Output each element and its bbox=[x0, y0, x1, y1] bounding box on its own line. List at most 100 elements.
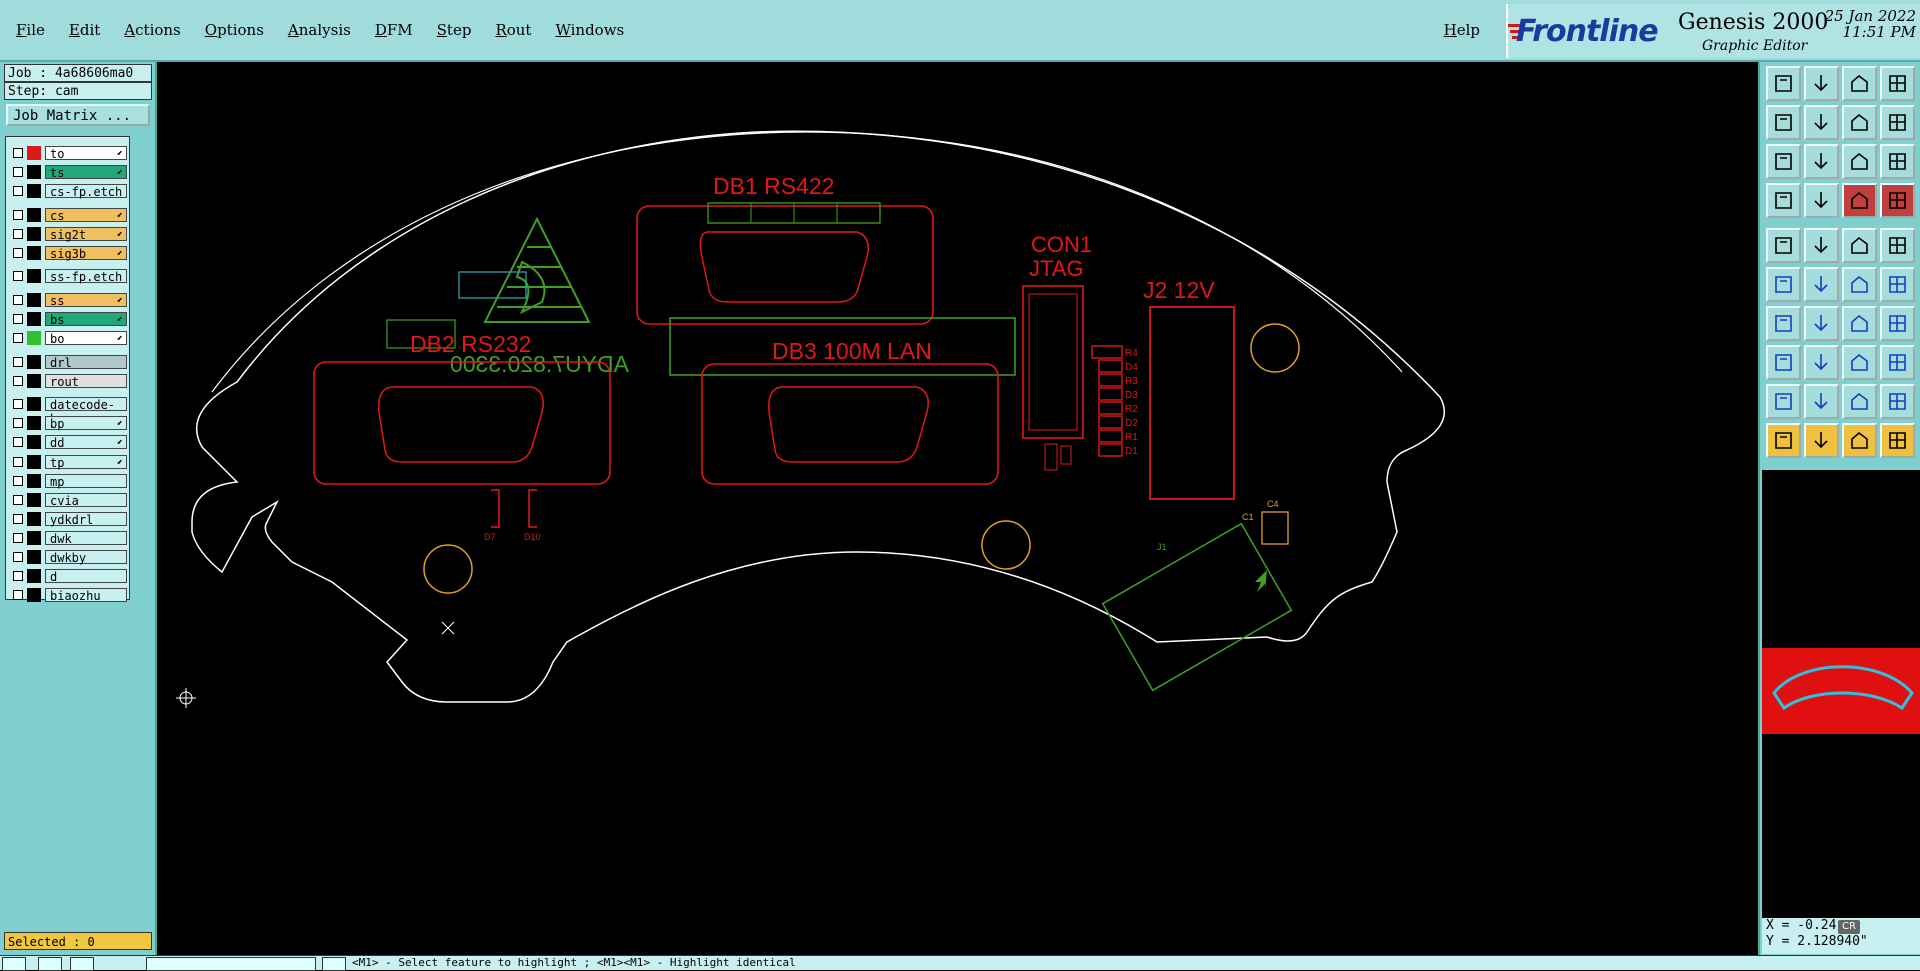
menu-dfm[interactable]: DFM bbox=[374, 21, 413, 39]
layer-row-bs[interactable]: bs⬋ bbox=[9, 311, 127, 327]
layer-checkbox[interactable] bbox=[13, 475, 23, 486]
layer-name[interactable]: ss⬋ bbox=[45, 292, 127, 308]
layer-color-swatch[interactable] bbox=[27, 435, 41, 450]
draw-tool-button[interactable] bbox=[1842, 267, 1877, 302]
slash-tool-button[interactable] bbox=[1804, 306, 1839, 341]
menu-file[interactable]: File bbox=[16, 21, 45, 39]
layer-checkbox[interactable] bbox=[13, 375, 23, 386]
layer-name[interactable]: cvia bbox=[45, 492, 127, 508]
layer-row-d[interactable]: d bbox=[9, 569, 127, 584]
layer-checkbox[interactable] bbox=[13, 271, 23, 282]
layer-row-bp[interactable]: bp⬋ bbox=[9, 416, 127, 431]
left-pan-tool-button[interactable] bbox=[1766, 105, 1801, 140]
layer-row-mp[interactable]: mp bbox=[9, 473, 127, 489]
layer-color-swatch[interactable] bbox=[27, 269, 41, 284]
layer-row-dwk[interactable]: dwk bbox=[9, 530, 127, 546]
layer-color-swatch[interactable] bbox=[27, 184, 41, 199]
download-tool-button[interactable] bbox=[1804, 66, 1839, 101]
pointer-select-tool-button[interactable] bbox=[1804, 423, 1839, 458]
layer-checkbox[interactable] bbox=[13, 209, 23, 220]
layer-row-ydkdrl[interactable]: ydkdrl bbox=[9, 511, 127, 527]
layer-row-ss[interactable]: ss⬋ bbox=[9, 292, 127, 308]
layer-checkbox[interactable] bbox=[13, 494, 23, 505]
layer-name[interactable]: cs⬋ bbox=[45, 207, 127, 223]
layer-name[interactable]: cs-fp.etch bbox=[45, 184, 127, 199]
snap-tool-button[interactable] bbox=[1880, 183, 1915, 218]
menu-actions[interactable]: Actions bbox=[124, 21, 181, 39]
pointer-tool-button[interactable] bbox=[1766, 423, 1801, 458]
layer-color-swatch[interactable] bbox=[27, 145, 41, 160]
layer-row-to[interactable]: to⬋ bbox=[9, 145, 127, 161]
zoom-back-tool-button[interactable] bbox=[1880, 105, 1915, 140]
layer-checkbox[interactable] bbox=[13, 552, 23, 563]
shape-tool-button[interactable] bbox=[1804, 228, 1839, 263]
connect-tool-button[interactable] bbox=[1766, 267, 1801, 302]
dim-tool-button[interactable] bbox=[1842, 345, 1877, 380]
layer-name[interactable]: d bbox=[45, 569, 127, 584]
layer-name[interactable]: ss-fp.etch bbox=[45, 269, 127, 284]
layer-checkbox[interactable] bbox=[13, 228, 23, 239]
layer-checkbox[interactable] bbox=[13, 313, 23, 324]
layer-color-swatch[interactable] bbox=[27, 473, 41, 488]
board-preview[interactable] bbox=[1762, 648, 1920, 734]
layer-row-ts[interactable]: ts⬋ bbox=[9, 164, 127, 180]
layer-name[interactable]: bo⬋ bbox=[45, 331, 127, 346]
layer-row-bo[interactable]: bo⬋ bbox=[9, 331, 127, 346]
help-tool-button[interactable] bbox=[1880, 144, 1915, 179]
menu-edit[interactable]: Edit bbox=[68, 21, 101, 39]
layer-row-sig3b[interactable]: sig3b⬋ bbox=[9, 245, 127, 261]
arch-tool-button[interactable] bbox=[1842, 384, 1877, 419]
menu-help[interactable]: Help bbox=[1443, 21, 1480, 39]
pointer-step-tool-button[interactable] bbox=[1880, 423, 1915, 458]
layer-checkbox[interactable] bbox=[13, 166, 23, 177]
menu-windows[interactable]: Windows bbox=[555, 21, 625, 39]
minus-tool-button[interactable] bbox=[1804, 345, 1839, 380]
layer-color-swatch[interactable] bbox=[27, 311, 41, 326]
layer-name[interactable]: dwkby bbox=[45, 550, 127, 565]
layer-checkbox[interactable] bbox=[13, 571, 23, 582]
pen-tool-button[interactable] bbox=[1766, 228, 1801, 263]
layer-row-drl[interactable]: drl bbox=[9, 354, 127, 370]
layer-checkbox[interactable] bbox=[13, 333, 23, 344]
layer-row-sig2t[interactable]: sig2t⬋ bbox=[9, 226, 127, 242]
layer-name[interactable]: drl bbox=[45, 354, 127, 370]
polygon-tool-button[interactable] bbox=[1880, 384, 1915, 419]
square-tool-button[interactable] bbox=[1880, 228, 1915, 263]
layer-color-swatch[interactable] bbox=[27, 373, 41, 388]
layer-checkbox[interactable] bbox=[13, 456, 23, 467]
layer-name[interactable]: datecode-bo bbox=[45, 397, 127, 426]
layer-checkbox[interactable] bbox=[13, 147, 23, 158]
layer-color-swatch[interactable] bbox=[27, 226, 41, 241]
layer-color-swatch[interactable] bbox=[27, 164, 41, 179]
menu-analysis[interactable]: Analysis bbox=[287, 21, 351, 39]
layer-color-swatch[interactable] bbox=[27, 492, 41, 507]
layer-checkbox[interactable] bbox=[13, 418, 23, 429]
table-tool-button[interactable] bbox=[1804, 183, 1839, 218]
home-tool-button[interactable] bbox=[1842, 66, 1877, 101]
triangle-tool-button[interactable] bbox=[1766, 384, 1801, 419]
layer-row-dd[interactable]: dd⬋ bbox=[9, 435, 127, 450]
layer-color-swatch[interactable] bbox=[27, 530, 41, 545]
layer-checkbox[interactable] bbox=[13, 532, 23, 543]
layer-color-swatch[interactable] bbox=[27, 550, 41, 565]
layer-row-cvia[interactable]: cvia bbox=[9, 492, 127, 508]
layer-row-ss-fp.etch[interactable]: ss-fp.etch bbox=[9, 269, 127, 284]
layer-color-swatch[interactable] bbox=[27, 454, 41, 469]
layer-color-swatch[interactable] bbox=[27, 331, 41, 346]
link-tool-button[interactable] bbox=[1880, 267, 1915, 302]
measure-tool-button[interactable] bbox=[1842, 228, 1877, 263]
graphic-canvas[interactable]: DB1 RS422 DB2 RS232 ADYU7.820.3300 DB3 1… bbox=[157, 62, 1758, 955]
layer-checkbox[interactable] bbox=[13, 399, 23, 410]
line-tool-button[interactable] bbox=[1766, 306, 1801, 341]
layer-name[interactable]: ts⬋ bbox=[45, 164, 127, 180]
layer-color-swatch[interactable] bbox=[27, 588, 41, 603]
cross-tool-button[interactable] bbox=[1804, 267, 1839, 302]
layer-name[interactable]: ydkdrl bbox=[45, 511, 127, 527]
layer-checkbox[interactable] bbox=[13, 186, 23, 197]
pointer-mode-tool-button[interactable] bbox=[1842, 423, 1877, 458]
layer-row-cs-fp.etch[interactable]: cs-fp.etch bbox=[9, 184, 127, 199]
layer-checkbox[interactable] bbox=[13, 356, 23, 367]
layer-color-swatch[interactable] bbox=[27, 354, 41, 369]
right-pan-tool-button[interactable] bbox=[1804, 105, 1839, 140]
arc-tool-button[interactable] bbox=[1804, 384, 1839, 419]
